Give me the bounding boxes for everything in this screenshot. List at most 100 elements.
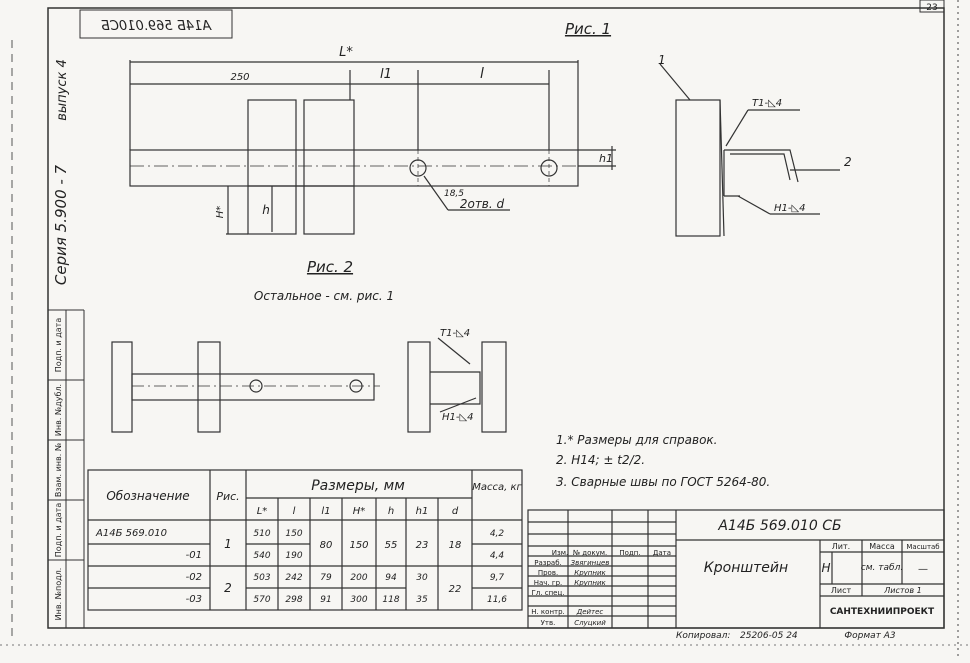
row4-H: 300 [350, 595, 367, 605]
tb-sheets-label: Листов 1 [883, 586, 922, 595]
row3-H: 200 [350, 573, 367, 583]
th-sizes: Размеры, мм [311, 478, 405, 494]
footer-order: 25206-05 24 [740, 631, 798, 641]
tb-name-6: Слуцкий [574, 619, 606, 627]
stamp-2: Инв. №дубл. [54, 384, 63, 436]
fig1-title: Рис. 1 [565, 20, 611, 38]
row3-l1: 79 [320, 573, 332, 583]
fig2-front-view [111, 341, 380, 433]
h1-merged-a: 23 [416, 540, 429, 551]
tb-role-4: Гл. спец. [532, 589, 565, 597]
weld-top-fig1: Т1-◺4 [752, 98, 782, 109]
dim-L: L* [339, 45, 353, 60]
stamp-3: Взам. инв. № [54, 442, 63, 497]
row1-mass: 4,2 [490, 529, 505, 539]
fig2-title: Рис. 2 [307, 258, 353, 276]
row3-h: 94 [385, 573, 397, 583]
row1-designation: А14Б 569.010 [95, 528, 167, 539]
stamp-5: Инв. №подл. [54, 568, 63, 621]
tb-lit-label: Лит. [832, 542, 850, 551]
th-l: l [293, 506, 296, 517]
tb-name-3: Крупник [574, 579, 606, 587]
tb-role-3: Нач. гр. [534, 579, 563, 587]
dim-250: 250 [230, 72, 249, 83]
row4-l: 298 [285, 595, 302, 605]
tb-name-0: № докум. [573, 549, 608, 557]
tb-scale-label: Масштаб [906, 543, 939, 551]
d-merged-b: 22 [449, 584, 462, 595]
row4-l1: 91 [320, 595, 331, 605]
note-3: 3. Сварные швы по ГОСТ 5264-80. [556, 475, 770, 489]
tb-role-2: Пров. [538, 569, 558, 577]
tb-name: Кронштейн [704, 560, 788, 576]
row2-l: 190 [285, 551, 302, 561]
th-fig: Рис. [216, 490, 239, 503]
mirrored-code: A14Б 569.010СБ [101, 19, 212, 34]
row2-L: 540 [253, 551, 270, 561]
th-h: h [388, 506, 394, 517]
tb-role-0: Изм. [552, 549, 568, 557]
fig2-side-view [407, 337, 507, 433]
tb-lit-value: Н [821, 561, 830, 575]
row4-h1: 35 [416, 595, 428, 605]
tb-col-date: Дата [653, 549, 671, 557]
row3-l: 242 [285, 573, 302, 583]
tb-mass-value: см. табл. [861, 563, 903, 573]
row4-mass: 11,6 [487, 595, 507, 605]
note-1: 1.* Размеры для справок. [556, 433, 717, 447]
tb-role-1: Разраб. [534, 559, 562, 567]
fig1-front-view [129, 60, 616, 235]
row1-l: 150 [285, 529, 302, 539]
dim-h1: h1 [599, 152, 613, 165]
tb-code: А14Б 569.010 СБ [717, 518, 841, 534]
tb-scale-value: — [918, 564, 928, 575]
tb-name-2: Крупник [574, 569, 606, 577]
tb-name-1: Звягинцев [571, 559, 610, 567]
row2-mass: 4,4 [490, 551, 505, 561]
dim-r: 18,5 [444, 189, 464, 199]
tb-mass-label: Масса [869, 542, 895, 551]
dim-h: h [262, 203, 270, 217]
tb-role-6: Утв. [541, 619, 556, 627]
drawing-frame [47, 7, 945, 629]
th-designation: Обозначение [106, 489, 189, 503]
row3-L: 503 [253, 573, 270, 583]
sheet-number-box [919, 0, 945, 13]
fig-merged-a: 1 [224, 537, 232, 551]
fig-merged-b: 2 [224, 581, 232, 595]
footer-format: Формат А3 [844, 631, 896, 641]
th-mass: Масса, кг [472, 482, 522, 493]
row3-designation: -02 [186, 572, 202, 583]
dimensions-table [87, 469, 523, 611]
title-block [527, 509, 945, 629]
weld-bottom-fig2: Н1-◺4 [442, 412, 474, 423]
callout-2: 2 [844, 155, 852, 169]
th-L: L* [257, 506, 268, 517]
dim-H: H* [215, 206, 226, 219]
tb-col-podp: Подп. [619, 549, 640, 557]
th-H: H* [353, 506, 366, 517]
callout-1: 1 [658, 53, 666, 67]
l1-merged-a: 80 [320, 540, 333, 551]
row4-h: 118 [382, 595, 399, 605]
weld-bottom-fig1: Н1-◺4 [774, 203, 806, 214]
weld-top-fig2: Т1-◺4 [440, 328, 470, 339]
row1-L: 510 [253, 529, 270, 539]
dim-l: l [480, 66, 484, 82]
tb-sheet-label: Лист [831, 586, 852, 595]
row3-h1: 30 [416, 573, 428, 583]
row3-mass: 9,7 [490, 573, 505, 583]
d-merged-a: 18 [449, 540, 462, 551]
sheet-number: 23 [926, 3, 937, 13]
h-merged-a: 55 [385, 540, 398, 551]
th-l1: l1 [321, 506, 330, 517]
holes-label: 2отв. d [460, 197, 505, 211]
row4-L: 570 [253, 595, 270, 605]
vypusk-label: выпуск 4 [55, 59, 70, 121]
th-d: d [452, 506, 459, 517]
mirrored-code-box [79, 9, 233, 39]
fig1-side-view [659, 63, 840, 237]
row2-designation: -01 [186, 550, 202, 561]
